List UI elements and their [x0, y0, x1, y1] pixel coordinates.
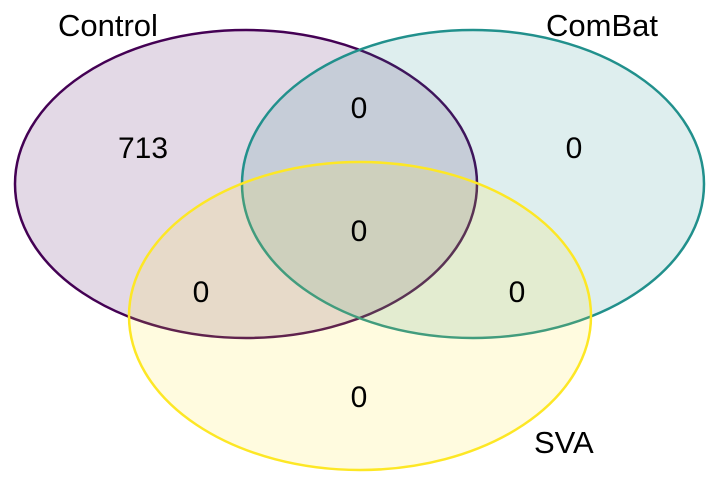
combat-only-count: 0 [566, 132, 583, 165]
control-sva-count: 0 [193, 276, 210, 309]
combat-set-label: ComBat [546, 8, 658, 43]
control-combat-count: 0 [351, 92, 368, 125]
control-set-label: Control [58, 8, 158, 43]
control-only-count: 713 [118, 132, 168, 165]
all-three-count: 0 [351, 215, 368, 248]
combat-sva-count: 0 [509, 276, 526, 309]
sva-only-count: 0 [351, 381, 368, 414]
sva-set-label: SVA [534, 425, 594, 460]
sva-set-circle [127, 160, 593, 472]
